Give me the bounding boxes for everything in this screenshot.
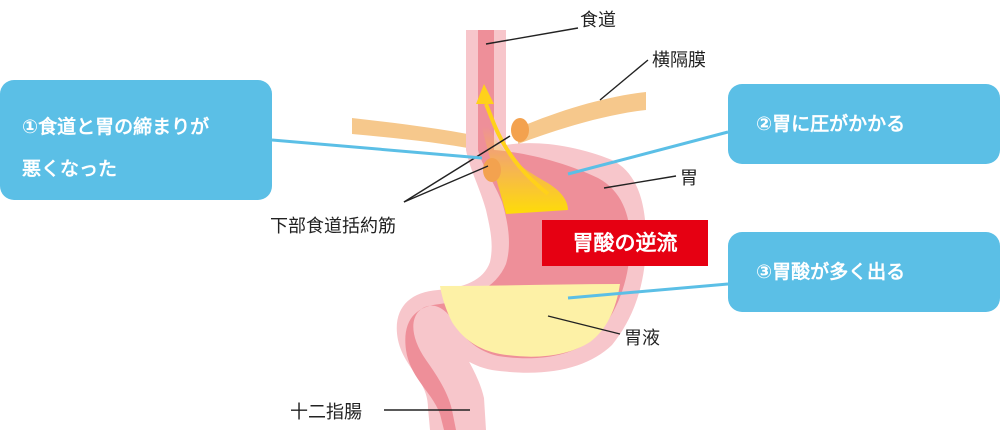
sphincter-left	[483, 158, 501, 182]
leader-stomach	[603, 175, 677, 189]
leader-les-1	[403, 165, 489, 203]
callout-stomach-pressure: ②胃に圧がかかる	[728, 84, 1000, 164]
callout1-line2: 悪くなった	[22, 158, 118, 180]
reflux-arrowhead	[476, 84, 494, 104]
callout-excess-acid: ③胃酸が多く出る	[728, 232, 1000, 312]
callout3-text: ③胃酸が多く出る	[756, 261, 906, 283]
callout3-pointer	[567, 282, 729, 300]
label-diaphragm: 横隔膜	[652, 50, 706, 71]
label-stomach: 胃	[680, 168, 698, 189]
sphincter-right	[511, 118, 529, 142]
callout2-pointer	[567, 130, 729, 176]
callout-weak-sphincter: ①食道と胃の締まりが 悪くなった	[0, 80, 272, 200]
diaphragm-right	[518, 92, 646, 144]
acid-reflux-badge: 胃酸の逆流	[542, 220, 708, 266]
leader-gastric-fluid	[547, 315, 621, 335]
label-duodenum: 十二指腸	[290, 402, 362, 423]
callout2-text: ②胃に圧がかかる	[756, 113, 906, 135]
callout1-pointer	[271, 138, 483, 160]
reflux-arrow-shaft	[484, 103, 550, 196]
leader-les-2	[403, 135, 511, 203]
gastric-fluid	[440, 284, 620, 357]
diaphragm-left	[352, 118, 478, 150]
label-esophagus: 食道	[580, 10, 616, 31]
callout1-line1: ①食道と胃の締まりが	[22, 116, 210, 138]
leader-esophagus	[485, 27, 579, 45]
leader-diaphragm	[599, 59, 649, 101]
label-gastric-fluid: 胃液	[624, 328, 660, 349]
label-lower-esophageal-sphincter: 下部食道括約筋	[270, 216, 396, 237]
